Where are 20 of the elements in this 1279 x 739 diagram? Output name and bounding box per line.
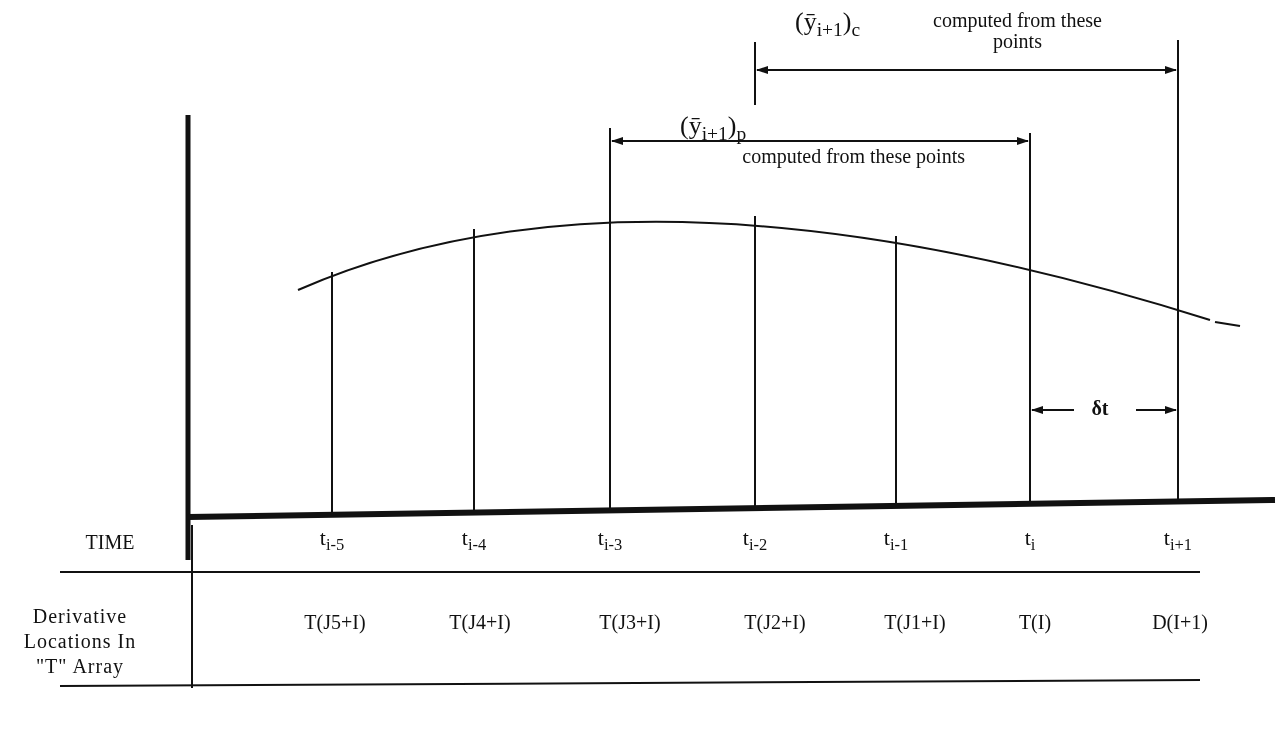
time-label: t$_{i+1}$ <box>1162 526 1194 554</box>
dimension-label: δt <box>1090 398 1110 419</box>
time-label: t$_{i-1}$ <box>882 526 910 554</box>
annotation-text: computed from these points <box>932 10 1103 52</box>
array-location: T(J3+I) <box>598 612 662 633</box>
axis-label: TIME <box>84 532 136 553</box>
array-location: T(J4+I) <box>448 612 512 633</box>
array-location: T(J5+I) <box>303 612 367 633</box>
time-label: t$_{i}$ <box>1023 526 1037 554</box>
time-label: t$_{i-4}$ <box>460 526 488 554</box>
array-location: T(J2+I) <box>743 612 807 633</box>
time-label: t$_{i-5}$ <box>318 526 346 554</box>
array-location: T(J1+I) <box>883 612 947 633</box>
time-label: t$_{i-2}$ <box>741 526 769 554</box>
annotation-text: computed from these points <box>741 146 965 167</box>
row-header: Derivative Locations In "T" Array <box>22 604 138 679</box>
time-label: t$_{i-3}$ <box>596 526 624 554</box>
array-location: D(I+1) <box>1151 612 1209 633</box>
subscript-label: (ȳ$_{i+1}$)$_{c}$ <box>795 8 862 41</box>
array-location: T(I) <box>1017 612 1053 633</box>
